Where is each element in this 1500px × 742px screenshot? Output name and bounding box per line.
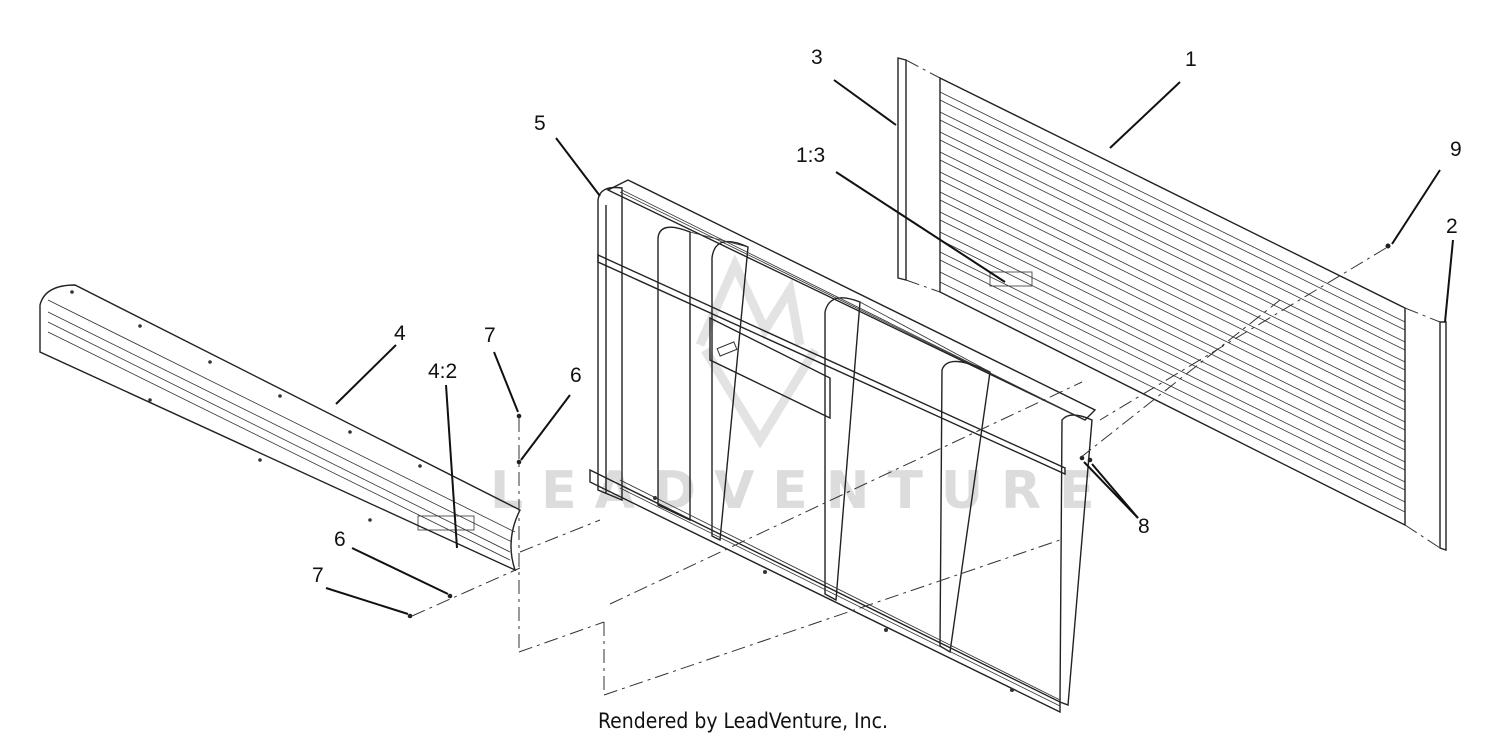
- callout-5: 5: [534, 112, 546, 135]
- callout-4-2: 4:2: [428, 360, 457, 383]
- part-fasteners-6-7: [407, 381, 1083, 696]
- callout-6-lower: 6: [334, 528, 346, 551]
- callout-4: 4: [394, 322, 406, 345]
- render-credit: Rendered by LeadVenture, Inc.: [598, 709, 888, 733]
- callout-labels: 1 2 3 4 5 6 6 7 7 8 9 1:3 4:2: [312, 46, 1462, 587]
- callout-9: 9: [1450, 138, 1462, 161]
- watermark-text: LEADVENTURE: [490, 461, 1113, 521]
- callout-6-upper: 6: [570, 364, 582, 387]
- callout-7-lower: 7: [312, 564, 324, 587]
- part-roof-panel: [939, 76, 1406, 527]
- part-side-cover: [39, 284, 521, 572]
- part-fasteners-8: [1079, 299, 1281, 463]
- callout-3: 3: [811, 46, 823, 69]
- part-left-strip: [897, 57, 941, 293]
- part-fastener-9: [1099, 243, 1391, 421]
- leader-lines: [325, 79, 1454, 615]
- part-frame: [589, 179, 1097, 714]
- watermark-logo-icon: [695, 254, 819, 449]
- callout-7-upper: 7: [484, 324, 496, 347]
- callout-1: 1: [1185, 48, 1197, 71]
- watermark: LEADVENTURE: [490, 254, 1113, 521]
- callout-1-3: 1:3: [796, 144, 825, 167]
- callout-2: 2: [1446, 215, 1458, 238]
- callout-8: 8: [1138, 515, 1150, 538]
- part-right-strip: [1404, 307, 1447, 551]
